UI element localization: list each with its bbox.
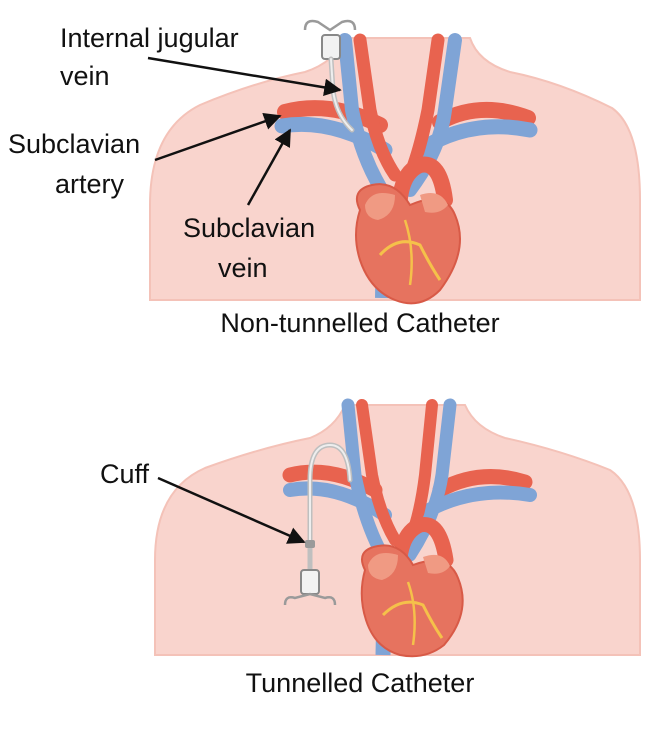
tunnelled-panel [154,398,641,658]
label-subclavian-artery-line2: artery [55,169,125,199]
label-cuff: Cuff [100,459,150,489]
label-subclavian-vein-line2: vein [218,253,268,283]
non-tunnelled-panel [149,19,641,305]
carotid-right-bottom [356,399,401,546]
arrow-subclavian-vein [246,128,292,206]
label-internal-jugular-line1: Internal jugular [60,23,239,53]
label-subclavian-vein-line1: Subclavian [183,213,316,243]
carotid-artery-right [353,33,402,182]
arrow-cuff [157,476,306,544]
subclavian-artery-right-bottom [282,464,383,498]
subclavian-vein-right-bottom [283,481,392,522]
cuff-marker [305,540,315,548]
heart-bottom [360,544,464,658]
label-subclavian-artery-line1: Subclavian [8,129,141,159]
internal-jugular-vein-left [403,33,462,197]
caption-non-tunnelled: Non-tunnelled Catheter [220,308,500,338]
subclavian-artery-left-bottom [432,469,533,498]
annotation-arrows [147,56,342,544]
torso-bottom [154,404,641,656]
catheter-tunnelled [283,442,353,606]
label-internal-jugular-line2: vein [60,61,110,91]
arrow-subclavian-artery [154,112,282,162]
arrow-internal-jugular [147,56,342,97]
heart-top [355,183,461,305]
caption-tunnelled: Tunnelled Catheter [245,668,475,698]
jugular-left-bottom [403,398,457,562]
